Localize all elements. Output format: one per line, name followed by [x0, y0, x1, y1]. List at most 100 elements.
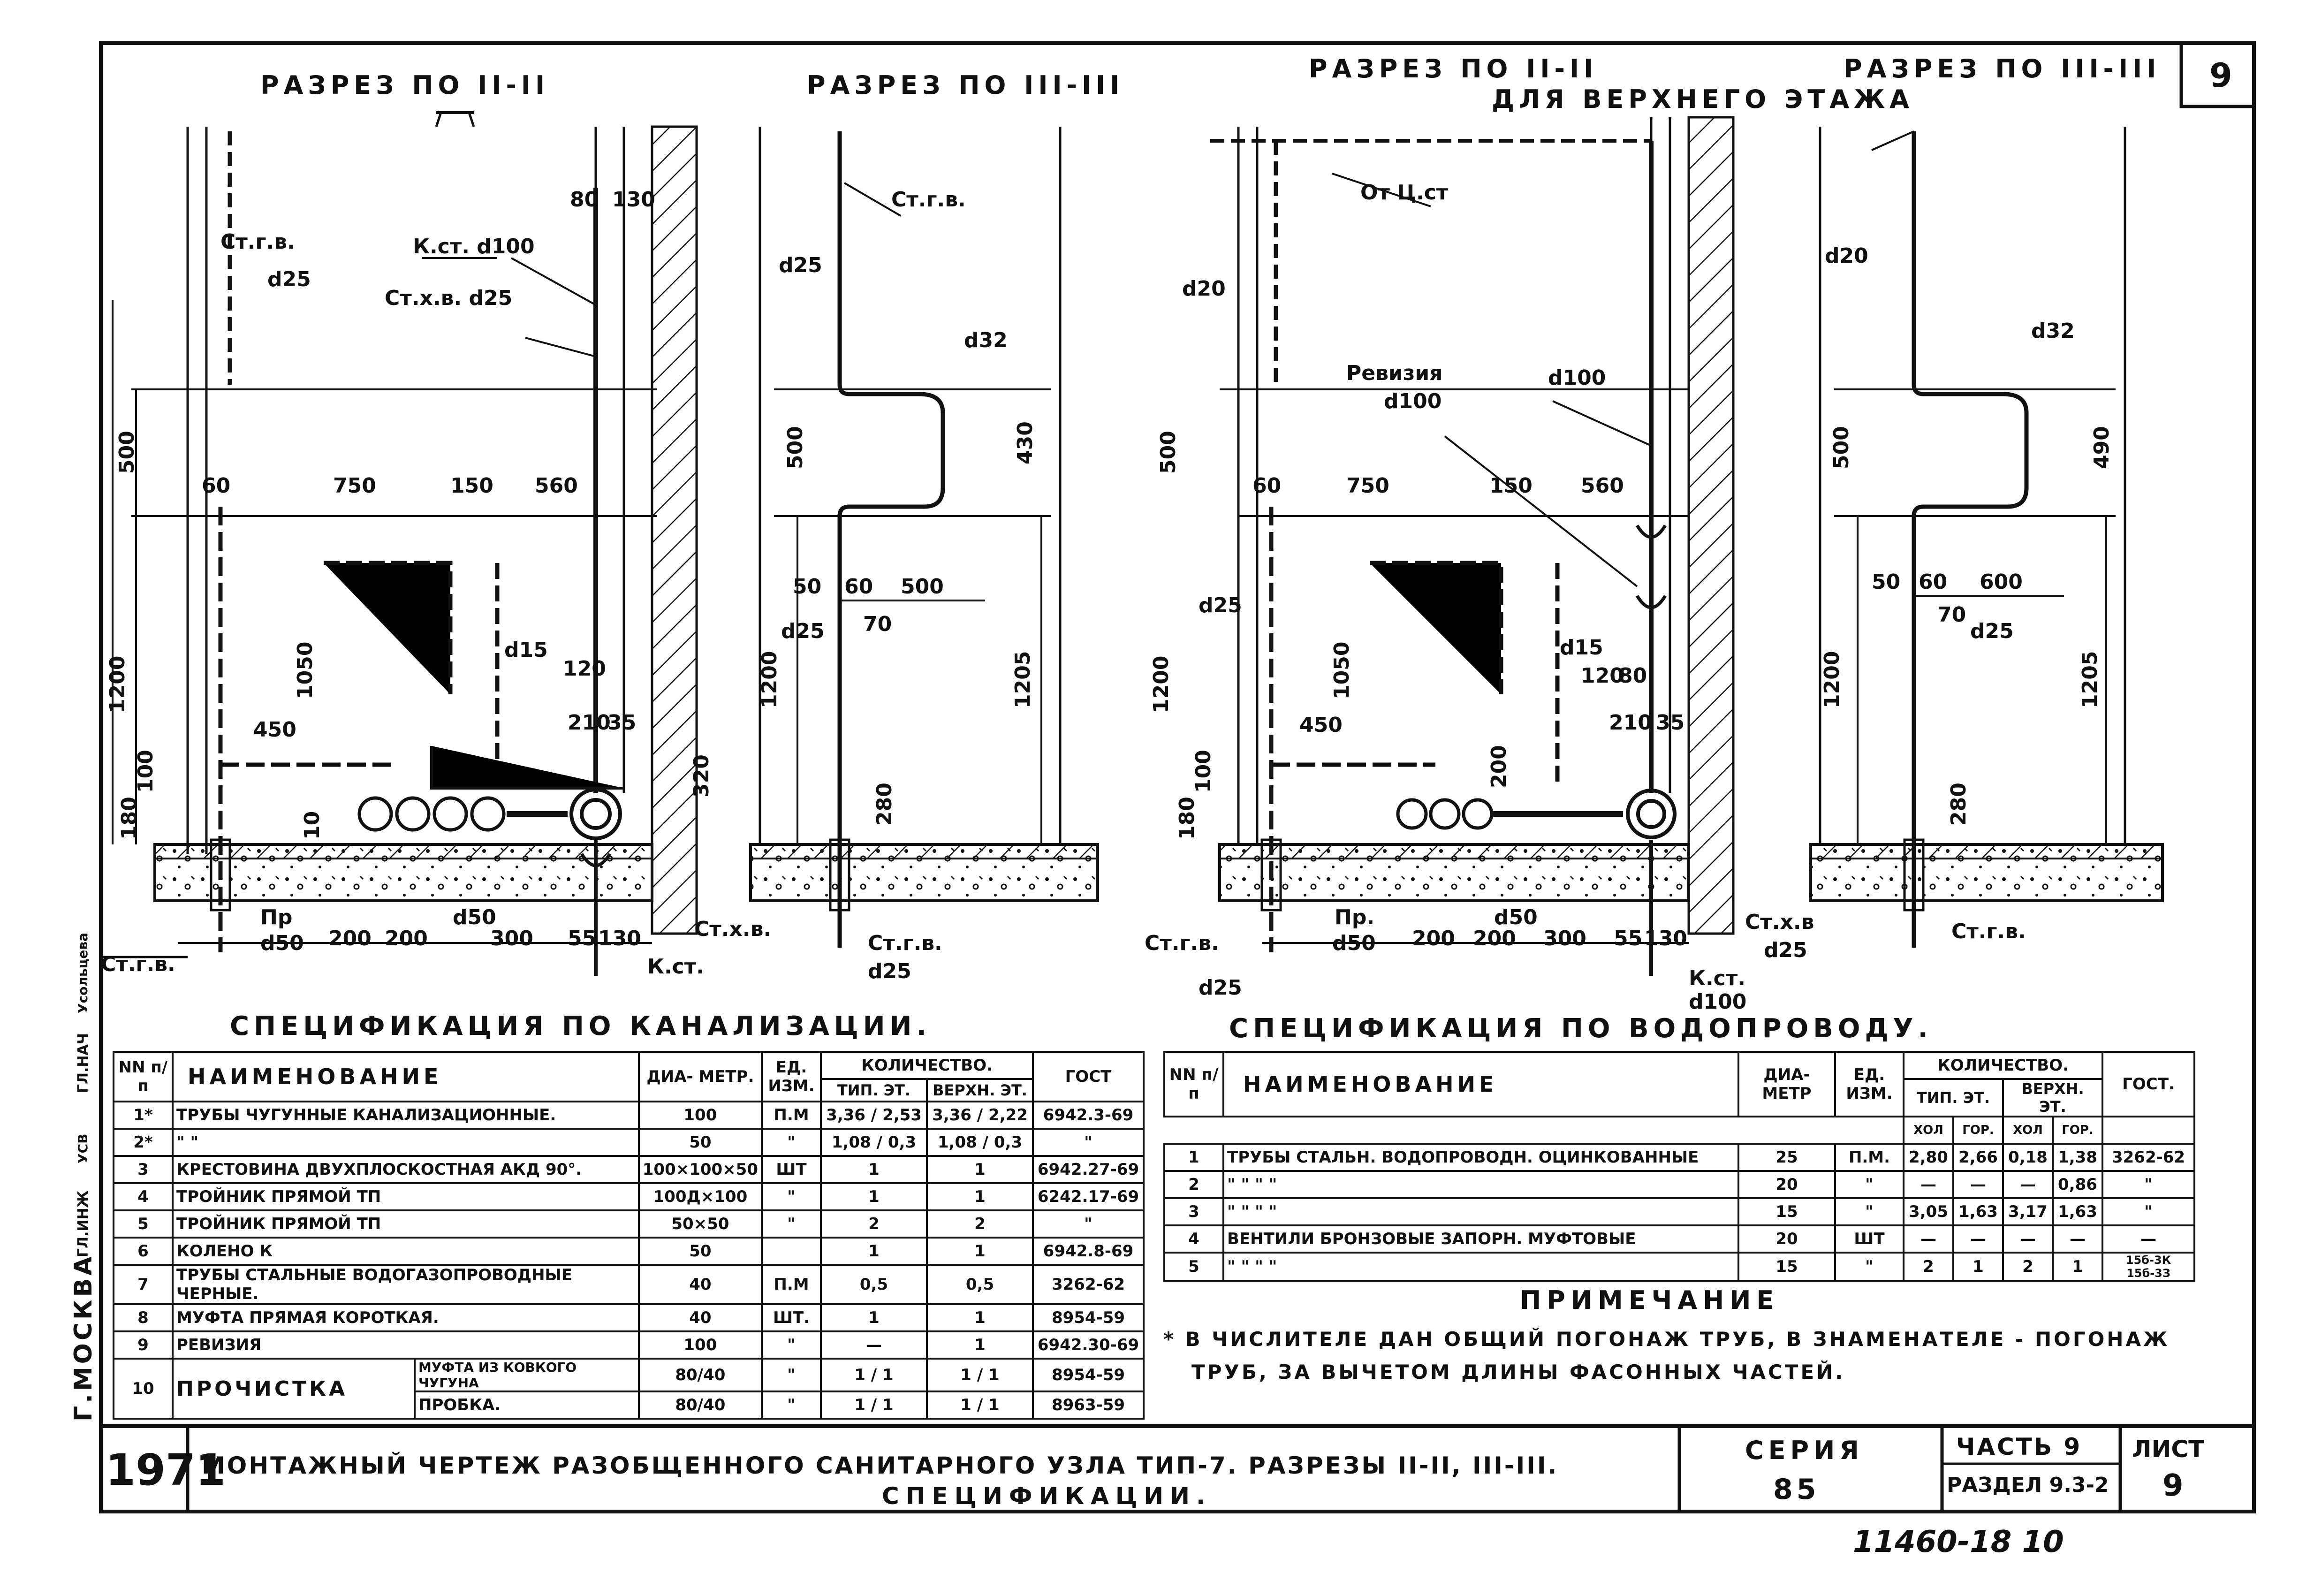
sewer-cell-gost: 3262-62 — [1032, 1264, 1145, 1305]
s3-dim-11: 200 — [1487, 745, 1511, 788]
s2-vdim-0: 500 — [783, 426, 807, 469]
sewer-cell-nn: 4 — [113, 1182, 174, 1211]
s3-label-4: d100 — [1548, 366, 1606, 390]
sewer-cell-nn: 5 — [113, 1209, 174, 1239]
water-cell-qty: 1,63 — [2052, 1197, 2103, 1226]
sewer-cell-nn: 9 — [113, 1330, 174, 1360]
s1-dim-2: 60 — [202, 474, 231, 498]
water-cell-qty: 0,86 — [2052, 1170, 2103, 1199]
stamp-role2: ГЛ.ИНЖ — [75, 1190, 91, 1257]
water-cell-qty: 3,05 — [1903, 1197, 1954, 1226]
sewer-h-gost: ГОСТ — [1032, 1051, 1145, 1102]
water-h-name: НАИМЕНОВАНИЕ — [1222, 1051, 1739, 1117]
sewer-r10-nn: 10 — [113, 1358, 174, 1420]
s3-dim-0: 60 — [1252, 474, 1282, 498]
top-sheet-box — [2179, 41, 2256, 108]
s1-dim-13: 55 — [568, 927, 597, 950]
s4-vdim-1: 490 — [2090, 426, 2114, 469]
water-h-hol-2: ХОЛ — [2002, 1116, 2054, 1145]
sewer-r10-sub0-typ: 1 / 1 — [820, 1358, 928, 1392]
sewer-h-typ: ТИП. ЭТ. — [820, 1078, 928, 1102]
water-cell-nn: 1 — [1163, 1143, 1224, 1172]
s3-label-12: Ст.х.в — [1745, 910, 1814, 934]
stamp-role: ГЛ.НАЧ — [75, 1033, 91, 1093]
sewer-cell-unit: П.М — [761, 1101, 822, 1130]
sewer-r10-sub0-diam: 80/40 — [637, 1358, 763, 1392]
s1-dim-14: 130 — [598, 927, 641, 950]
water-cell-qty: — — [1952, 1224, 2004, 1254]
s3-label-5: d25 — [1199, 593, 1242, 617]
sewer-r10-sub1-name: ПРОБКА. — [414, 1391, 640, 1420]
sewer-cell-diam: 50×50 — [637, 1209, 763, 1239]
s1-dim-16: 100 — [134, 750, 158, 793]
sewer-cell-unit: ШТ — [761, 1155, 822, 1184]
sewer-h-top: ВЕРХН. ЭТ. — [926, 1078, 1034, 1102]
sewer-cell-gost: " — [1032, 1128, 1145, 1157]
section-3-title: РАЗРЕЗ ПО II-II — [1309, 54, 1598, 84]
tb-year: 1971 — [106, 1445, 226, 1495]
stamp-extra: УСВ — [75, 1133, 91, 1163]
sewer-cell-nn: 8 — [113, 1303, 174, 1332]
sewer-r10-sub0-unit: " — [761, 1358, 822, 1392]
sewer-r10-sub1-diam: 80/40 — [637, 1391, 763, 1420]
sewer-cell-gost: 6242.17-69 — [1032, 1182, 1145, 1211]
sewer-h-unit: ЕД. ИЗМ. — [761, 1051, 822, 1102]
sewer-r10-sub1-unit: " — [761, 1391, 822, 1420]
sewer-cell-nn: 1* — [113, 1101, 174, 1130]
s1-label-5: Пр — [260, 905, 293, 929]
s3-dim-14: 130 — [1644, 927, 1687, 950]
s3-dim-16: 100 — [1191, 750, 1215, 793]
water-cell-unit: П.М. — [1834, 1143, 1904, 1172]
sewer-cell-name: ТРУБЫ СТАЛЬНЫЕ ВОДОГАЗОПРОВОДНЫЕ ЧЕРНЫЕ. — [172, 1264, 640, 1305]
s3-label-8: d50 — [1332, 931, 1376, 955]
note-title: ПРИМЕЧАНИЕ — [1520, 1285, 1780, 1315]
s3-label-11: d25 — [1199, 976, 1242, 1000]
s1-dim-17: 10 — [300, 811, 324, 840]
s1-label-2: К.ст. d100 — [413, 235, 535, 258]
spec-sewer-title: СПЕЦИФИКАЦИЯ ПО КАНАЛИЗАЦИИ. — [230, 1011, 931, 1041]
s2-dim-1: 60 — [844, 575, 873, 599]
water-h-nn: NN п/п — [1163, 1051, 1224, 1117]
water-cell-name: ВЕНТИЛИ БРОНЗОВЫЕ ЗАПОРН. МУФТОВЫЕ — [1222, 1224, 1739, 1254]
sewer-cell-gost: 8954-59 — [1032, 1303, 1145, 1332]
s3-label-7: Пр. — [1335, 905, 1375, 929]
sewer-cell-name: КРЕСТОВИНА ДВУХПЛОСКОСТНАЯ АКД 90°. — [172, 1155, 640, 1184]
sewer-r10-sub0-name: МУФТА ИЗ КОВКОГО ЧУГУНА — [414, 1358, 640, 1392]
s3-label-6: d15 — [1560, 636, 1603, 660]
s1-dim-5: 560 — [535, 474, 578, 498]
tb-title-line1: МОНТАЖНЫЙ ЧЕРТЕЖ РАЗОБЩЕННОГО САНИТАРНОГ… — [202, 1452, 1559, 1479]
sewer-cell-name: ТРОЙНИК ПРЯМОЙ ТП — [172, 1182, 640, 1211]
s2-vdim-3: 1205 — [1011, 651, 1035, 708]
s2-label-4: Ст.г.в. — [868, 931, 942, 955]
sewer-cell-top: 2 — [926, 1209, 1034, 1239]
water-cell-qty: — — [2002, 1170, 2054, 1199]
s3-label-13: d25 — [1764, 938, 1807, 962]
s1-dim-8: 210 — [568, 711, 611, 735]
sewer-cell-top: 1 — [926, 1303, 1034, 1332]
water-cell-qty: 0,18 — [2002, 1143, 2054, 1172]
s1-vdim-2: 1050 — [293, 641, 317, 699]
water-cell-nn: 3 — [1163, 1197, 1224, 1226]
sewer-cell-typ: 1 — [820, 1237, 928, 1266]
water-cell-name: ТРУБЫ СТАЛЬН. ВОДОПРОВОДН. ОЦИНКОВАННЫЕ — [1222, 1143, 1739, 1172]
tb-title-line2: СПЕЦИФИКАЦИИ. — [882, 1482, 1212, 1510]
sewer-r10-sub0-top: 1 / 1 — [926, 1358, 1034, 1392]
s4-dim-3: 70 — [1937, 603, 1966, 627]
sewer-cell-gost: " — [1032, 1209, 1145, 1239]
tb-part: ЧАСТЬ 9 — [1956, 1433, 2082, 1460]
s1-label-7: d50 — [453, 905, 496, 929]
water-cell-qty: — — [2052, 1224, 2103, 1254]
sewer-cell-unit: " — [761, 1209, 822, 1239]
water-h-gor-2: ГОР. — [2052, 1116, 2103, 1145]
s1-dim-3: 750 — [333, 474, 376, 498]
water-h-gor-1: ГОР. — [1952, 1116, 2004, 1145]
s3-label-3: d100 — [1384, 389, 1442, 413]
water-cell-name: " " " " — [1222, 1170, 1739, 1199]
water-cell-qty: 1 — [2052, 1252, 2103, 1282]
